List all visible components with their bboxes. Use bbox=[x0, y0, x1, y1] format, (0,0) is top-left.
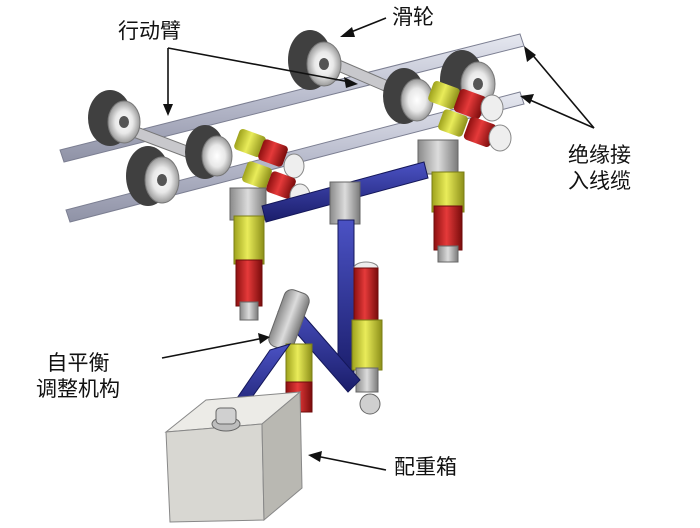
pulley-right-mid bbox=[383, 68, 434, 124]
label-insulated-cable: 绝缘接 入线缆 bbox=[568, 142, 631, 194]
blue-crossbar bbox=[261, 161, 429, 225]
pulley-left-front2 bbox=[185, 125, 233, 179]
label-counterweight-box: 配重箱 bbox=[394, 455, 457, 479]
label-self-balancing: 自平衡 调整机构 bbox=[36, 350, 120, 402]
label-insulated-cable-line2: 入线缆 bbox=[568, 169, 631, 193]
annotation-arrows bbox=[161, 17, 595, 471]
right-joint-cluster bbox=[417, 81, 512, 175]
label-pulley: 滑轮 bbox=[392, 5, 434, 29]
left-joint-cluster bbox=[229, 129, 311, 221]
label-self-balancing-line1: 自平衡 bbox=[46, 351, 110, 375]
lower-right-column bbox=[351, 261, 383, 415]
pulley-left-back bbox=[88, 90, 141, 146]
right-vertical-arm bbox=[431, 171, 465, 263]
pulley-left-front bbox=[126, 146, 180, 206]
label-self-balancing-line2: 调整机构 bbox=[36, 377, 120, 401]
label-insulated-cable-line1: 绝缘接 bbox=[568, 143, 631, 167]
left-vertical-arm bbox=[233, 215, 265, 321]
counterweight-box bbox=[164, 390, 303, 523]
label-action-arm: 行动臂 bbox=[118, 19, 181, 43]
pulley-right-back bbox=[288, 30, 342, 90]
